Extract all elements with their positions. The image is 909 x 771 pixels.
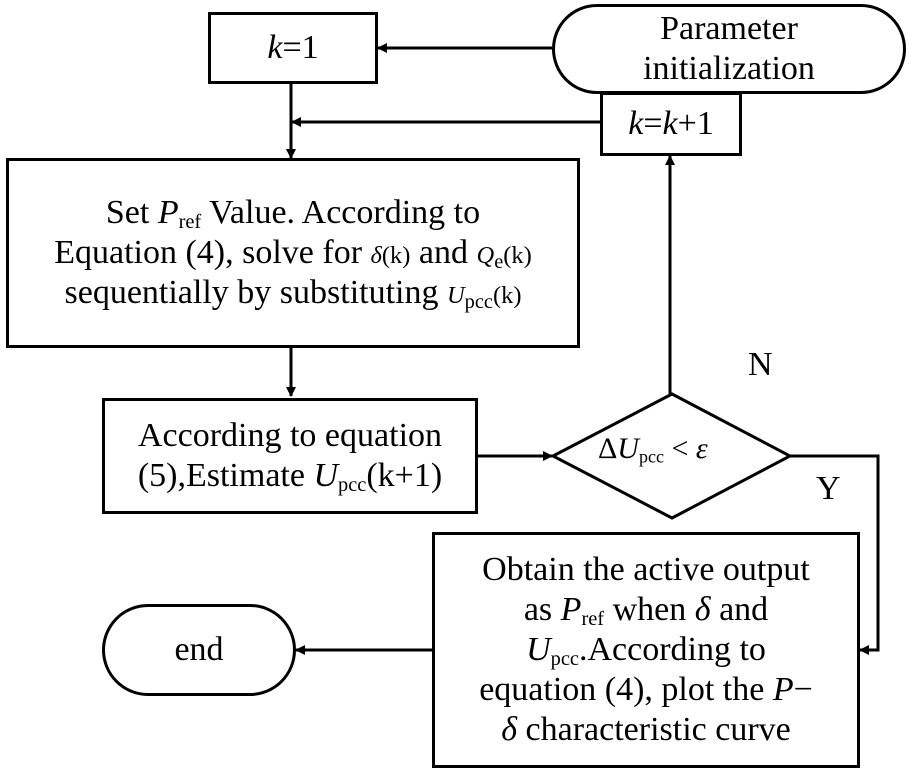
set-pref-process-node: Set Pref Value. According to Equation (4…	[6, 158, 580, 348]
est-l2-text: (5),Estimate	[137, 457, 314, 494]
set-l2-delta: δ	[370, 241, 382, 269]
set-l1-P: P	[157, 193, 179, 231]
end-terminal-node: end	[102, 604, 296, 696]
k-equals-1-node: k=1	[208, 12, 378, 84]
branch-label-yes: Y	[816, 470, 841, 507]
est-line1: According to equation	[137, 416, 443, 454]
init-line1: Parameter	[660, 9, 798, 47]
parameter-initialization-node: Parameter initialization	[552, 4, 906, 94]
obt-l4-dash: −	[793, 671, 813, 709]
kinc-var2: k	[662, 104, 678, 142]
set-l2-Qsub: e	[494, 251, 504, 274]
set-l2-Q: Q	[476, 241, 495, 269]
set-line3: sequentially by substituting Upcc(k)	[54, 273, 532, 313]
estimate-upcc-process-node: According to equation (5),Estimate Upcc(…	[102, 398, 478, 514]
obtain-output-process-node: Obtain the active output as Pref when δ …	[432, 532, 860, 768]
obt-l5-text: characteristic curve	[517, 711, 791, 749]
set-l2-k: (k)	[381, 241, 411, 269]
k1-eq: =1	[282, 28, 319, 66]
decision-U: U	[617, 432, 639, 465]
obt-l2-sub: ref	[581, 607, 605, 630]
obt-l2-P: P	[560, 590, 582, 628]
obt-l5-delta: δ	[501, 711, 518, 749]
set-l3-sub: pcc	[464, 291, 493, 314]
obt-l2-text: as	[523, 590, 561, 628]
obt-l4-P: P	[772, 671, 794, 709]
decision-sub: pcc	[638, 446, 664, 467]
set-l1-text2: Value. According to	[201, 193, 481, 231]
set-l2-and: and	[410, 233, 477, 271]
kinc-tail: +1	[677, 104, 714, 142]
est-l2-k: (k+1)	[366, 457, 443, 494]
kinc-var1: k	[628, 104, 644, 142]
decision-eps: ε	[695, 432, 708, 465]
decision-diamond	[549, 392, 794, 520]
obt-l3-sub: pcc	[550, 648, 579, 671]
decision-condition: ΔUpcc < ε	[598, 432, 708, 466]
k1-var: k	[267, 28, 283, 66]
obt-line1: Obtain the active output	[482, 550, 810, 588]
set-l2-Qk: (k)	[503, 241, 532, 269]
arrow-decision-to-obtain	[790, 454, 880, 655]
set-l3-k: (k)	[492, 282, 522, 310]
est-line2: (5),Estimate Upcc(k+1)	[138, 456, 442, 496]
set-line1: Set Pref Value. According to	[54, 193, 532, 233]
decision-lt: <	[663, 432, 696, 465]
obt-line3: Upcc.According to	[479, 630, 813, 670]
obt-l2-and: and	[710, 590, 769, 628]
obt-l3-text: .According to	[578, 630, 766, 668]
est-l2-U: U	[313, 457, 339, 494]
obt-l2-when: when	[604, 590, 695, 628]
set-line2: Equation (4), solve for δ(k) and Qe(k)	[54, 233, 532, 273]
est-l2-sub: pcc	[338, 474, 367, 497]
kinc-eq: =	[643, 104, 663, 142]
set-l3-text: sequentially by substituting	[64, 274, 447, 312]
obt-line2: as Pref when δ and	[479, 590, 813, 630]
set-l1-text: Set	[105, 193, 158, 231]
set-l3-U: U	[446, 282, 465, 310]
obt-line4: equation (4), plot the P−	[479, 670, 813, 710]
set-l2-text: Equation (4), solve for	[54, 233, 371, 271]
obt-l2-delta: δ	[694, 590, 711, 628]
decision-delta: Δ	[598, 432, 618, 465]
k-increment-node: k=k+1	[600, 92, 742, 156]
init-line2: initialization	[643, 50, 815, 87]
end-label: end	[174, 630, 224, 668]
set-l1-sub: ref	[178, 210, 202, 233]
branch-label-no: N	[748, 346, 773, 383]
obt-line5: δ characteristic curve	[479, 710, 813, 750]
obt-l4-text: equation (4), plot the	[479, 671, 773, 709]
obt-l3-U: U	[526, 630, 551, 668]
